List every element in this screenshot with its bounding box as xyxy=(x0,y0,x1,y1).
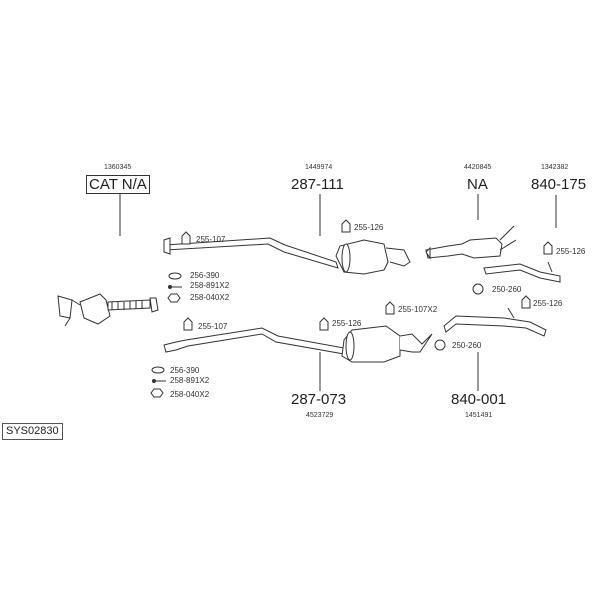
rear-right-part-number[interactable]: 840-175 xyxy=(531,176,587,193)
hanger-icons xyxy=(181,219,553,331)
lower-front-part-number[interactable]: 287-073 xyxy=(291,391,347,408)
hanger-255-126-lower-label[interactable]: 255-126 xyxy=(332,319,362,328)
clamp-250-260-upper-label[interactable]: 250-260 xyxy=(492,285,522,294)
rear-right-ref-number: 1342382 xyxy=(541,164,569,171)
clamp-250-260-lower-label[interactable]: 250-260 xyxy=(452,341,482,350)
bolt-258-891x2-upper-label[interactable]: 258-891X2 xyxy=(190,281,230,290)
leader-lines xyxy=(119,194,557,391)
hanger-255-107-upper-label[interactable]: 255-107 xyxy=(196,235,226,244)
hanger-255-107-lower-label[interactable]: 255-107 xyxy=(198,322,228,331)
catalyst-part-number[interactable]: CAT N/A xyxy=(86,175,150,194)
hanger-255-126-rear-label[interactable]: 255-126 xyxy=(556,247,586,256)
lower-rear-part-number[interactable]: 840-001 xyxy=(451,391,507,408)
catalyst-ref-number: 1360345 xyxy=(104,164,132,171)
hanger-255-126-lower-rear-label[interactable]: 255-126 xyxy=(533,299,563,308)
gasket-256-390-lower-label[interactable]: 256-390 xyxy=(170,366,200,375)
na-silencer-drawing xyxy=(425,225,517,260)
nut-258-040x2-lower-label[interactable]: 258-040X2 xyxy=(170,390,210,399)
lower-rear-ref-number: 1451491 xyxy=(465,412,493,419)
na-part-number[interactable]: NA xyxy=(467,176,488,193)
front-silencer-drawing xyxy=(163,237,411,275)
lower-front-ref-number: 4523729 xyxy=(306,412,334,419)
hanger-255-126-upper-label[interactable]: 255-126 xyxy=(354,223,384,232)
nut-258-040x2-upper-label[interactable]: 258-040X2 xyxy=(190,293,230,302)
catalyst-converter-drawing xyxy=(57,293,159,327)
system-code-label: SYS02830 xyxy=(2,423,63,440)
lower-rear-pipe-drawing xyxy=(443,307,547,337)
rear-pipe-upper-drawing xyxy=(483,261,561,283)
lower-front-silencer-drawing xyxy=(163,325,433,363)
gasket-bolt-nut-icons xyxy=(150,272,182,398)
bolt-258-891x2-lower-label[interactable]: 258-891X2 xyxy=(170,376,210,385)
front-silencer-part-number[interactable]: 287-111 xyxy=(291,176,344,193)
clamp-icons xyxy=(434,283,484,351)
hanger-255-107x2-label[interactable]: 255-107X2 xyxy=(398,305,438,314)
gasket-256-390-upper-label[interactable]: 256-390 xyxy=(190,271,220,280)
front-silencer-ref-number: 1449974 xyxy=(305,164,333,171)
na-ref-number: 4420845 xyxy=(464,164,492,171)
